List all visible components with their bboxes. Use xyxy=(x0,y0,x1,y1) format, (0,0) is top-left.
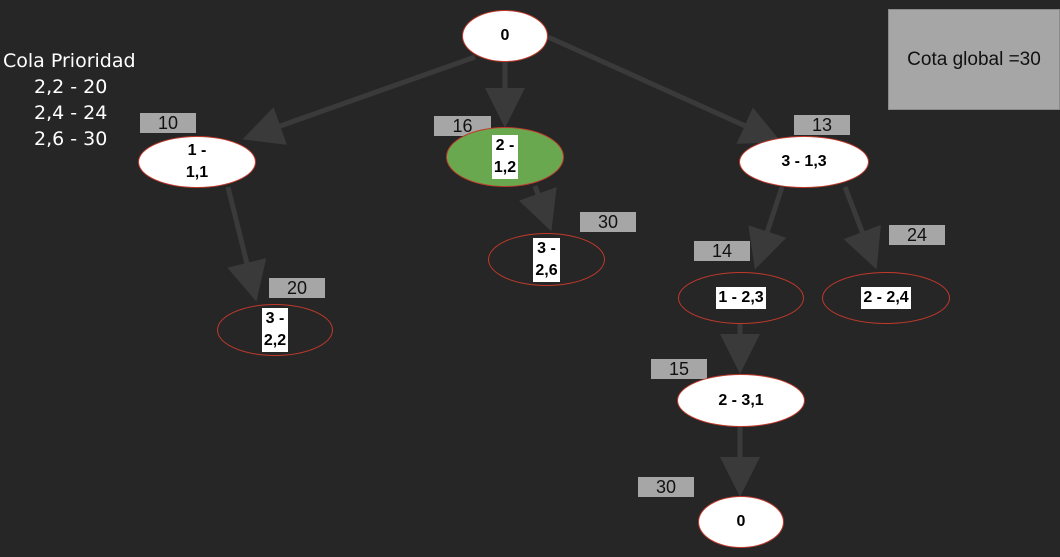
node-2-4: 2 - 2,4 xyxy=(822,272,950,324)
node-root: 0 xyxy=(462,10,548,62)
edge-n13-n24 xyxy=(842,186,881,270)
cost-badge-n24: 24 xyxy=(889,225,945,245)
cost-badge-n31: 15 xyxy=(651,359,707,379)
cost-badge-n23: 14 xyxy=(694,241,750,261)
node-label: 1 - 2,3 xyxy=(716,287,766,309)
cost-badge-n13: 13 xyxy=(794,115,850,135)
node-label: 2 - 1,2 xyxy=(491,135,519,179)
cost-badge-leaf: 30 xyxy=(638,477,694,497)
node-1-2-selected: 2 - 1,2 xyxy=(446,127,564,187)
node-1-1: 1 - 1,1 xyxy=(138,136,256,188)
node-label: 2 - 3,1 xyxy=(718,391,764,409)
node-2-2: 3 - 2,2 xyxy=(217,304,333,356)
queue-item: 2,4 - 24 xyxy=(34,102,108,124)
node-1-3: 3 - 1,3 xyxy=(739,136,869,188)
node-label: 0 xyxy=(736,513,746,530)
node-label: 0 xyxy=(500,27,510,44)
cost-badge-n26: 30 xyxy=(580,212,636,232)
node-label: 3 - 1,3 xyxy=(781,153,827,170)
priority-queue: Cola Prioridad 2,2 - 20 2,4 - 24 2,6 - 3… xyxy=(3,48,136,152)
node-leaf: 0 xyxy=(698,496,784,548)
cost-badge-n11: 10 xyxy=(140,113,196,133)
node-2-6: 3 - 2,6 xyxy=(488,233,605,286)
edge-n13-n23 xyxy=(748,186,787,270)
node-2-3: 1 - 2,3 xyxy=(678,272,804,324)
priority-queue-title: Cola Prioridad xyxy=(3,50,136,72)
queue-item: 2,2 - 20 xyxy=(34,76,108,98)
node-label: 2 - 2,4 xyxy=(861,287,911,309)
edge-n11-n22 xyxy=(225,186,267,302)
node-3-1: 2 - 3,1 xyxy=(677,374,805,427)
cost-badge-n22: 20 xyxy=(269,278,325,298)
node-label: 3 - 2,2 xyxy=(261,308,289,352)
global-bound-label: Cota global =30 xyxy=(907,48,1041,70)
queue-item: 2,6 - 30 xyxy=(34,128,108,150)
edge-root-n13 xyxy=(546,34,782,144)
node-label: 3 - 2,6 xyxy=(533,237,560,282)
global-bound-box: Cota global =30 xyxy=(888,9,1060,110)
edge-root-n11 xyxy=(242,54,476,145)
edge-n12-n26 xyxy=(518,185,557,232)
node-label: 1 - 1,1 xyxy=(185,142,209,181)
